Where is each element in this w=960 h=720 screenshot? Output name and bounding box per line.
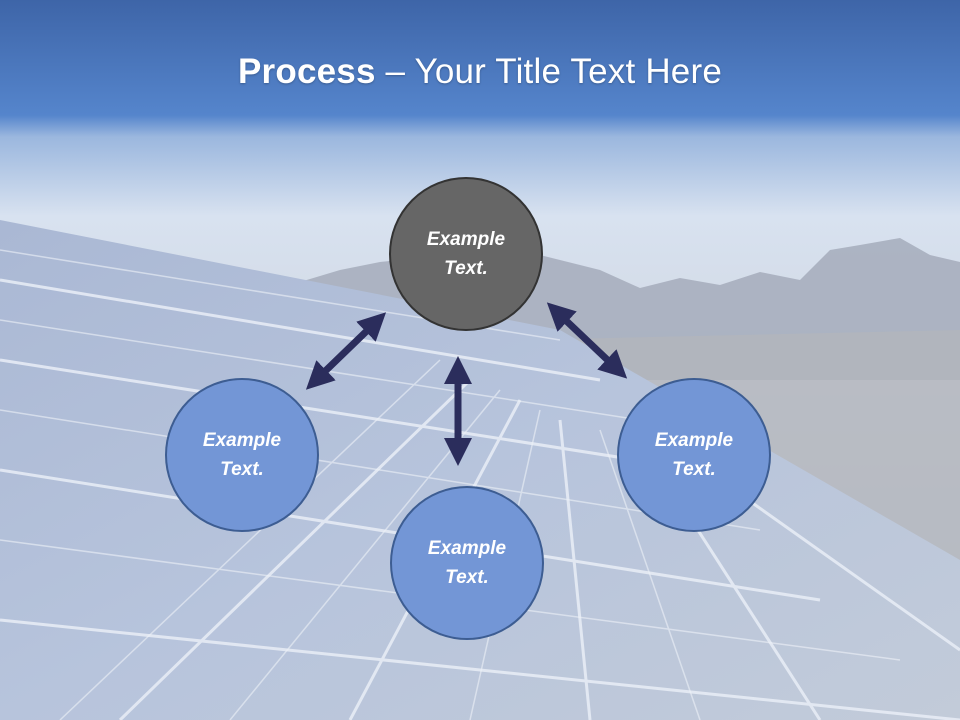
process-node-right: Example Text.	[617, 378, 771, 532]
node-left-line1: Example	[202, 430, 282, 451]
process-node-left: Example Text.	[165, 378, 319, 532]
node-top-line1: Example	[426, 229, 506, 250]
node-top-line2: Text.	[444, 258, 488, 279]
node-left-line2: Text.	[220, 459, 264, 480]
node-bottom-line2: Text.	[445, 567, 489, 588]
process-node-bottom: Example Text.	[390, 486, 544, 640]
process-node-top: Example Text.	[389, 177, 543, 331]
arrow-top-right	[546, 302, 628, 379]
node-right-line1: Example	[654, 430, 734, 451]
title-bold: Process	[238, 52, 376, 91]
slide-title: Process – Your Title Text Here	[0, 52, 960, 92]
node-right-line2: Text.	[672, 459, 716, 480]
arrow-top-left	[305, 312, 387, 390]
node-bottom-line1: Example	[427, 538, 507, 559]
title-rest: – Your Title Text Here	[375, 52, 722, 91]
